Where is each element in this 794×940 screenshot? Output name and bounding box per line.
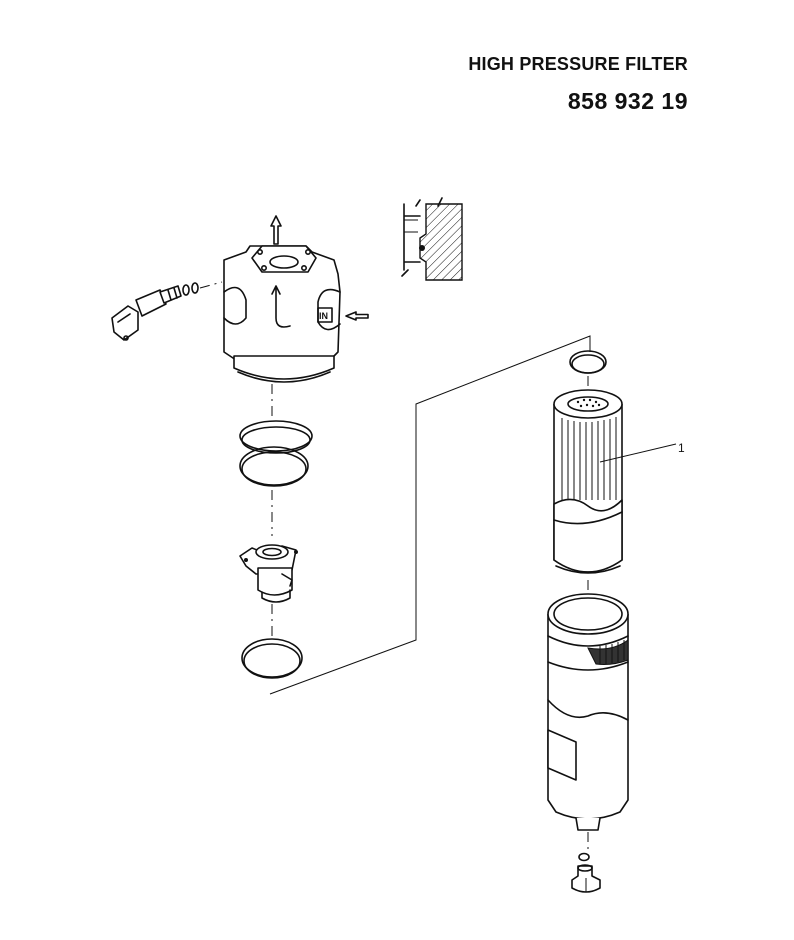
part-number: 858 932 19 [567,88,688,114]
filter-element [553,389,623,574]
filter-bowl [547,593,629,831]
head-o-ring-pair [239,420,313,487]
element-o-ring [569,350,607,374]
element-perforations [576,398,601,408]
seal-section-detail [401,197,463,281]
inlet-label: IN [319,311,328,321]
assembly-connector-line [269,335,591,695]
inlet-arrow-icon [345,311,369,321]
pressure-switch-sensor [111,285,182,341]
drain-plug [571,864,601,893]
bypass-valve [239,544,298,603]
sensor-axis-line [199,281,223,289]
sensor-o-ring [182,282,199,296]
outlet-arrow-icon [270,215,282,245]
callout-label-1: 1 [678,441,685,455]
lower-o-ring [241,638,303,679]
drain-plug-seal [578,852,590,862]
diagram-title: HIGH PRESSURE FILTER [468,54,688,74]
filter-head: IN [223,245,341,383]
callout-leader-1 [599,443,677,463]
